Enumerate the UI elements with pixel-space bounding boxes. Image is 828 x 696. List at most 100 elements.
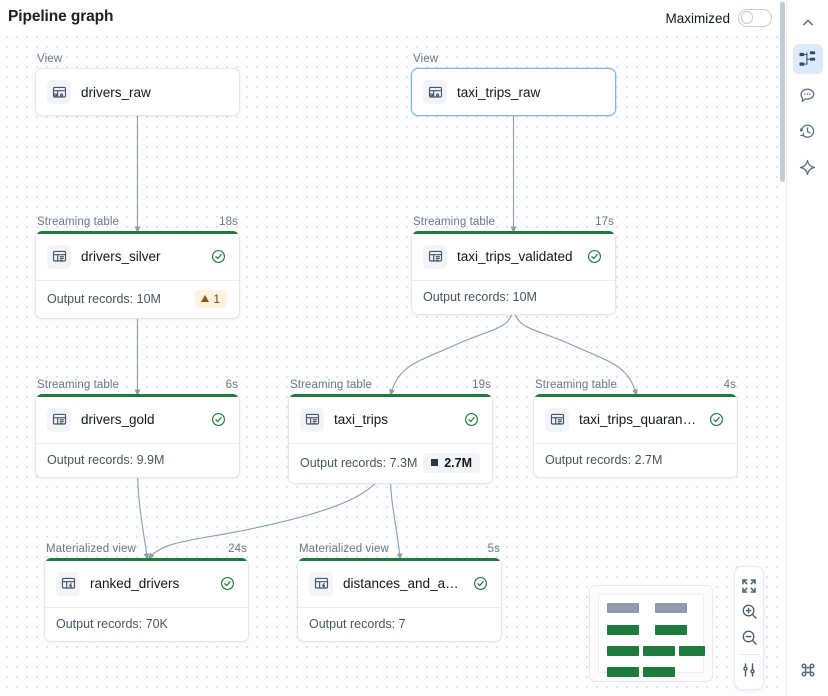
node-duration: 24s — [228, 543, 247, 555]
streaming-table-icon — [545, 407, 569, 432]
minimap[interactable] — [589, 585, 713, 682]
node-title: taxi_trips_quarantine — [579, 412, 699, 427]
output-records-label: Output records: 9.9M — [47, 452, 165, 467]
zoom-in-icon[interactable] — [735, 599, 763, 624]
warning-badge[interactable]: 1 — [195, 289, 227, 308]
sliders-icon[interactable] — [735, 658, 763, 683]
output-records-label: Output records: 2.7M — [545, 452, 663, 467]
node-divider — [45, 606, 248, 608]
node-divider — [298, 606, 501, 608]
node-kind-label: Materialized view — [46, 543, 136, 555]
minimap-node-green — [679, 646, 705, 656]
output-records-label: Output records: 70K — [56, 616, 168, 631]
node-meta: View — [35, 53, 240, 68]
node-kind-label: Streaming table — [535, 379, 618, 391]
node-header-row: taxi_trips_raw — [412, 69, 615, 115]
metric-badge[interactable]: 2.7M — [423, 452, 480, 473]
node-title: ranked_drivers — [90, 576, 180, 591]
streaming-table-icon — [300, 407, 324, 432]
warning-triangle-icon — [201, 295, 210, 302]
node-title: drivers_gold — [81, 412, 155, 427]
zoom-controls — [734, 566, 764, 690]
streaming-table-icon — [47, 244, 71, 269]
node-footer-row: Output records: 10M — [412, 281, 615, 314]
graph-node-taxi_trips_raw[interactable]: View taxi_trips_raw — [411, 53, 616, 116]
edge-taxi_trips-ranked_drivers — [147, 462, 389, 560]
node-footer-row: Output records: 10M 1 — [36, 281, 239, 318]
node-kind-label: View — [413, 53, 439, 65]
metric-square-icon — [431, 459, 439, 466]
maximized-control: Maximized — [665, 9, 772, 27]
minimap-node-green — [643, 646, 675, 656]
check-circle-icon — [587, 249, 603, 264]
history-icon[interactable] — [793, 116, 823, 146]
minimap-viewport — [598, 594, 705, 677]
graph-node-distances_and_amounts[interactable]: Materialized view5sdistances_and_amounts… — [297, 543, 502, 642]
node-header-row: drivers_gold — [36, 397, 239, 443]
edge-taxi_trips_validated-taxi_trips — [389, 299, 515, 396]
view-table-icon — [47, 80, 71, 104]
node-kind-label: Materialized view — [299, 543, 389, 555]
node-kind-label: Streaming table — [413, 216, 496, 228]
badge-text: 1 — [213, 291, 220, 306]
node-footer-row: Output records: 70K — [45, 608, 248, 641]
node-card[interactable]: drivers_raw — [35, 68, 240, 116]
maximized-label: Maximized — [665, 10, 730, 26]
minimap-node-green — [607, 625, 639, 635]
node-card[interactable]: taxi_trips_raw — [411, 68, 616, 116]
minimap-node-green — [655, 625, 687, 635]
node-duration: 18s — [219, 216, 238, 228]
comment-icon[interactable] — [793, 80, 823, 110]
node-divider — [289, 442, 492, 444]
fit-screen-icon[interactable] — [735, 573, 763, 598]
node-duration: 17s — [595, 216, 614, 228]
chevron-up-icon[interactable] — [793, 8, 823, 38]
node-header-row: taxi_trips — [289, 397, 492, 443]
output-records-label: Output records: 10M — [47, 291, 161, 306]
minimap-node-green — [643, 667, 675, 677]
node-title: taxi_trips — [334, 412, 389, 427]
check-circle-icon — [464, 412, 480, 427]
node-meta: Materialized view 24s — [44, 543, 249, 558]
badge-text: 2.7M — [444, 455, 472, 470]
zoom-out-icon[interactable] — [735, 625, 763, 650]
node-kind-label: Streaming table — [37, 216, 120, 228]
node-card[interactable]: distances_and_amounts_b...Output records… — [297, 558, 502, 642]
check-circle-icon — [473, 576, 489, 591]
pipeline-graph-icon[interactable] — [792, 44, 823, 74]
check-circle-icon — [709, 412, 725, 427]
toggle-knob — [740, 11, 753, 24]
maximized-toggle[interactable] — [738, 9, 772, 27]
check-circle-icon — [211, 249, 227, 264]
streaming-table-icon — [47, 407, 71, 432]
vertical-scrollbar[interactable] — [780, 2, 785, 182]
streaming-table-icon — [423, 244, 447, 269]
rail-bottom — [787, 662, 828, 682]
node-header-row: taxi_trips_validated — [412, 234, 615, 280]
node-divider — [36, 279, 239, 281]
panel-header: Pipeline graph Maximized — [0, 0, 786, 36]
sparkle-icon[interactable] — [793, 152, 823, 182]
node-title: taxi_trips_validated — [457, 249, 573, 264]
command-key-icon[interactable] — [800, 662, 816, 682]
right-rail — [786, 0, 828, 696]
node-meta: Streaming table 17s — [411, 216, 616, 231]
node-header-row: drivers_raw — [36, 69, 239, 115]
